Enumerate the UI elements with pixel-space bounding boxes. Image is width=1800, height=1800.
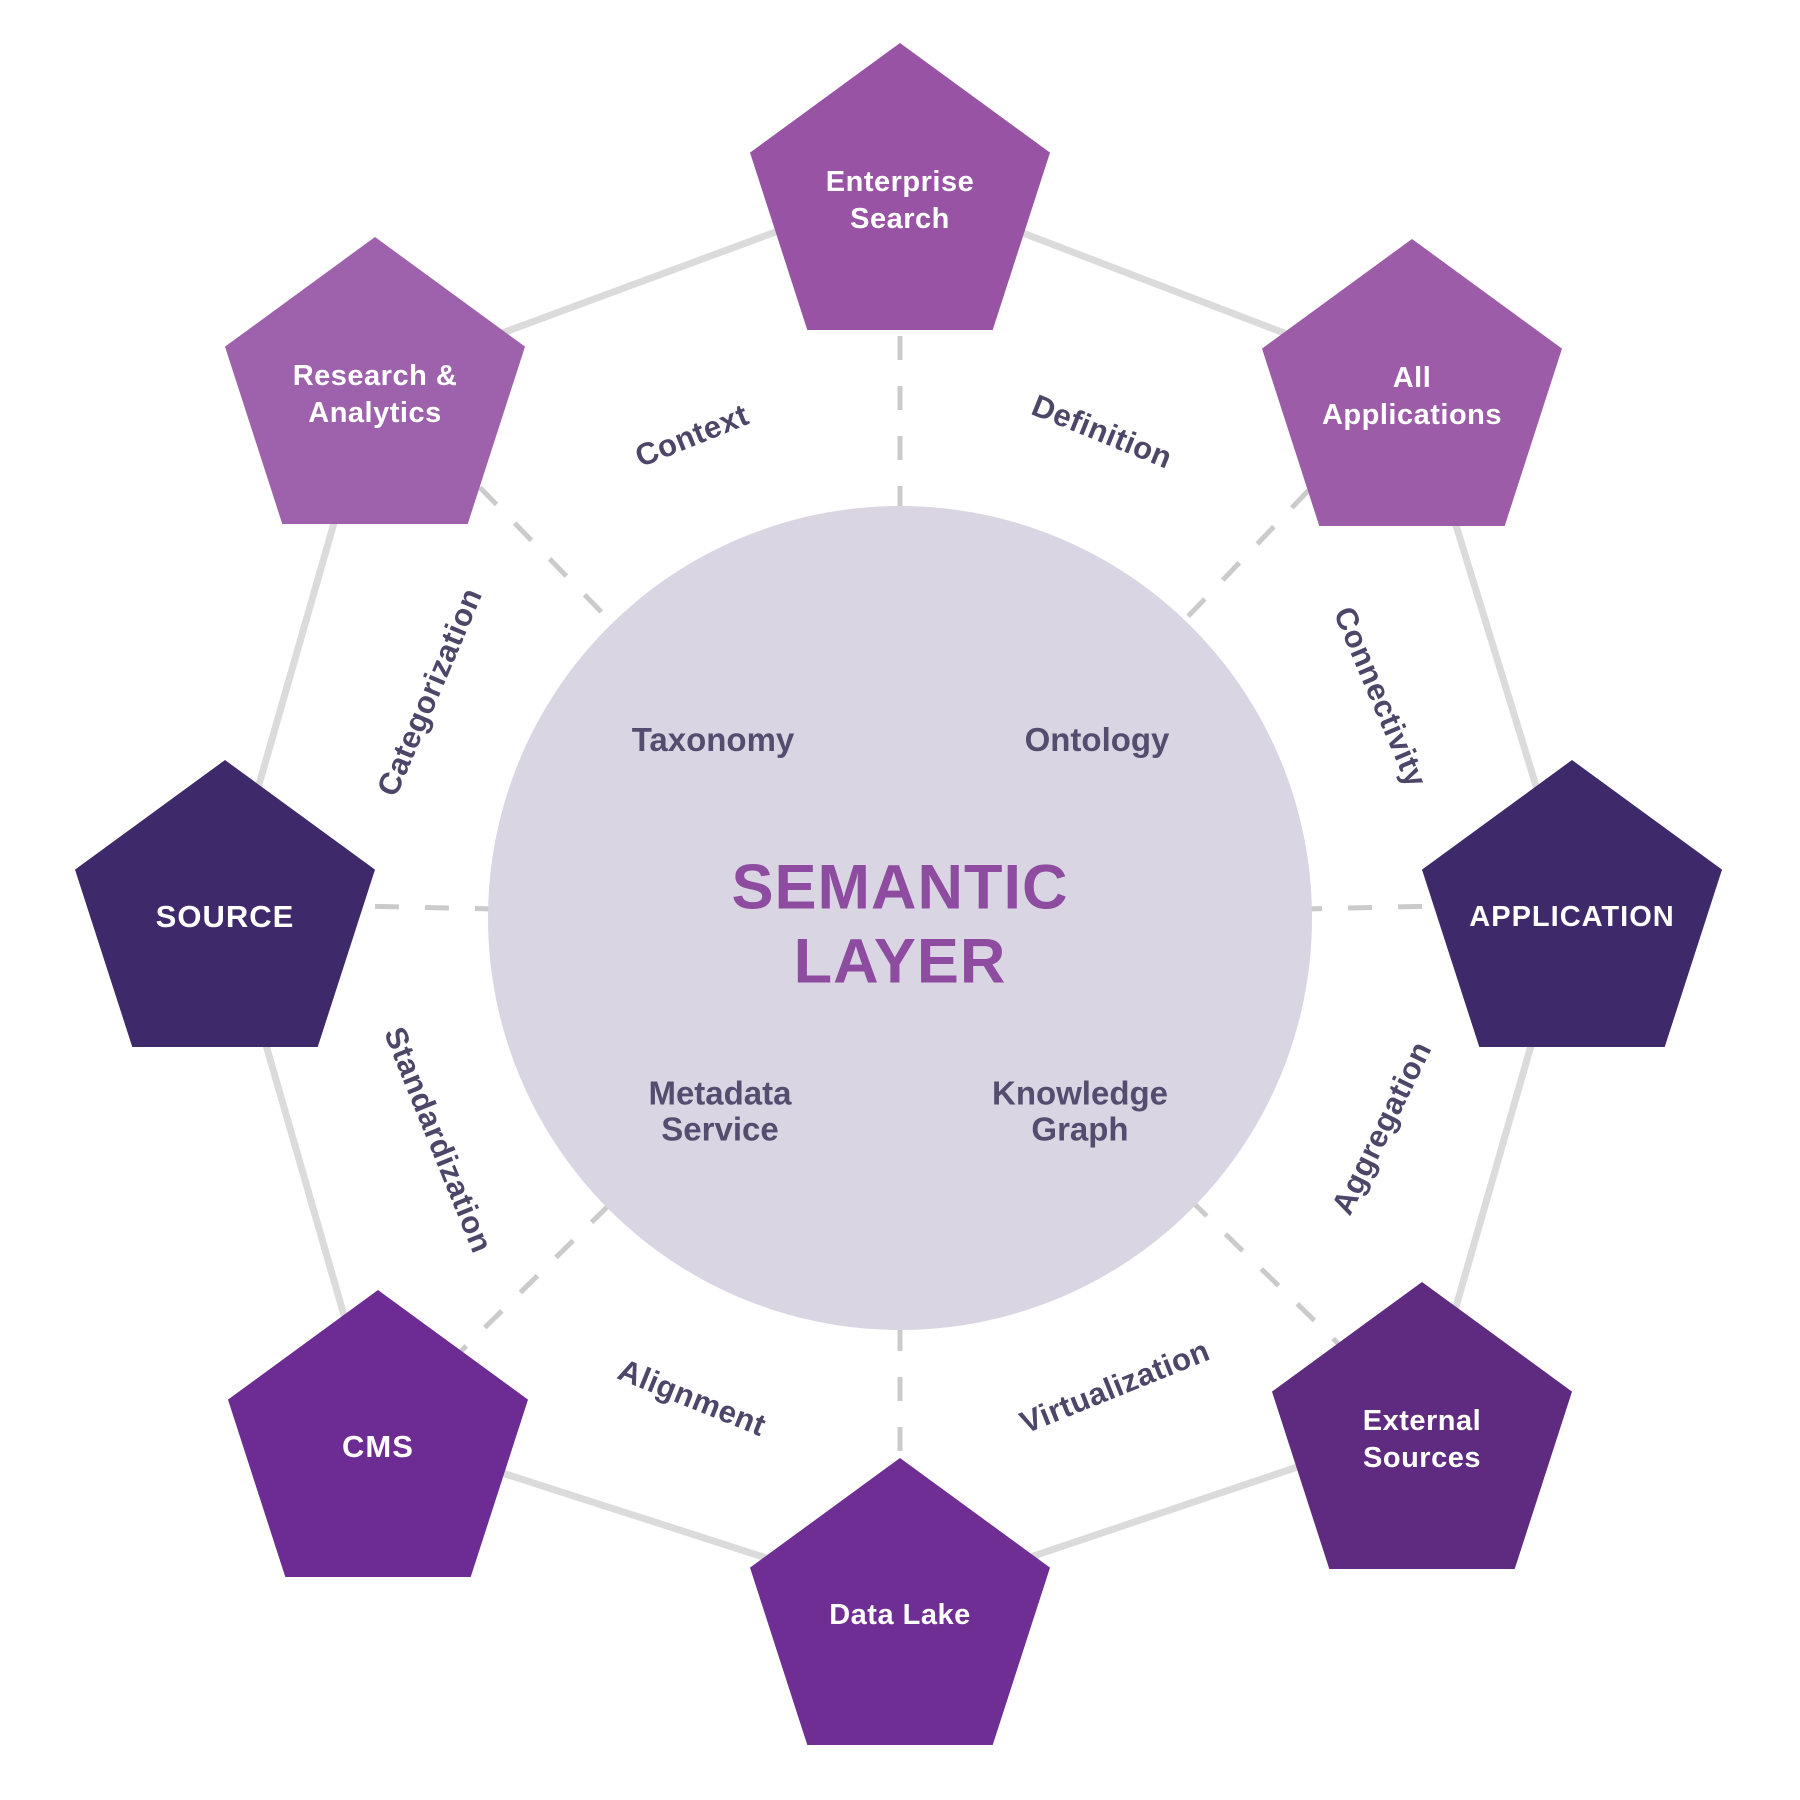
pentagon-source-label: SOURCE xyxy=(155,899,295,935)
circle-component-metadata-service: Metadata Service xyxy=(648,1074,792,1148)
circle-component-knowledge-graph: Knowledge Graph xyxy=(991,1074,1168,1148)
circle-component-taxonomy: Taxonomy xyxy=(631,720,795,758)
pentagon-research-analytics-label: Research & Analytics xyxy=(292,360,458,429)
pentagon-cms-label: CMS xyxy=(342,1429,414,1465)
pentagon-external-sources-label: External Sources xyxy=(1362,1405,1482,1474)
pentagon-enterprise-search: Enterprise Search xyxy=(750,43,1050,330)
pentagon-all-applications-label: All Applications xyxy=(1321,362,1502,431)
semantic-layer-title: SEMANTIC LAYER xyxy=(731,852,1069,997)
semantic-layer-circle xyxy=(488,506,1312,1330)
pentagon-enterprise-search-label: Enterprise Search xyxy=(825,166,975,235)
pentagon-application-label: APPLICATION xyxy=(1469,901,1675,934)
pentagon-data-lake-label: Data Lake xyxy=(829,1599,971,1632)
circle-component-ontology: Ontology xyxy=(1024,720,1170,758)
